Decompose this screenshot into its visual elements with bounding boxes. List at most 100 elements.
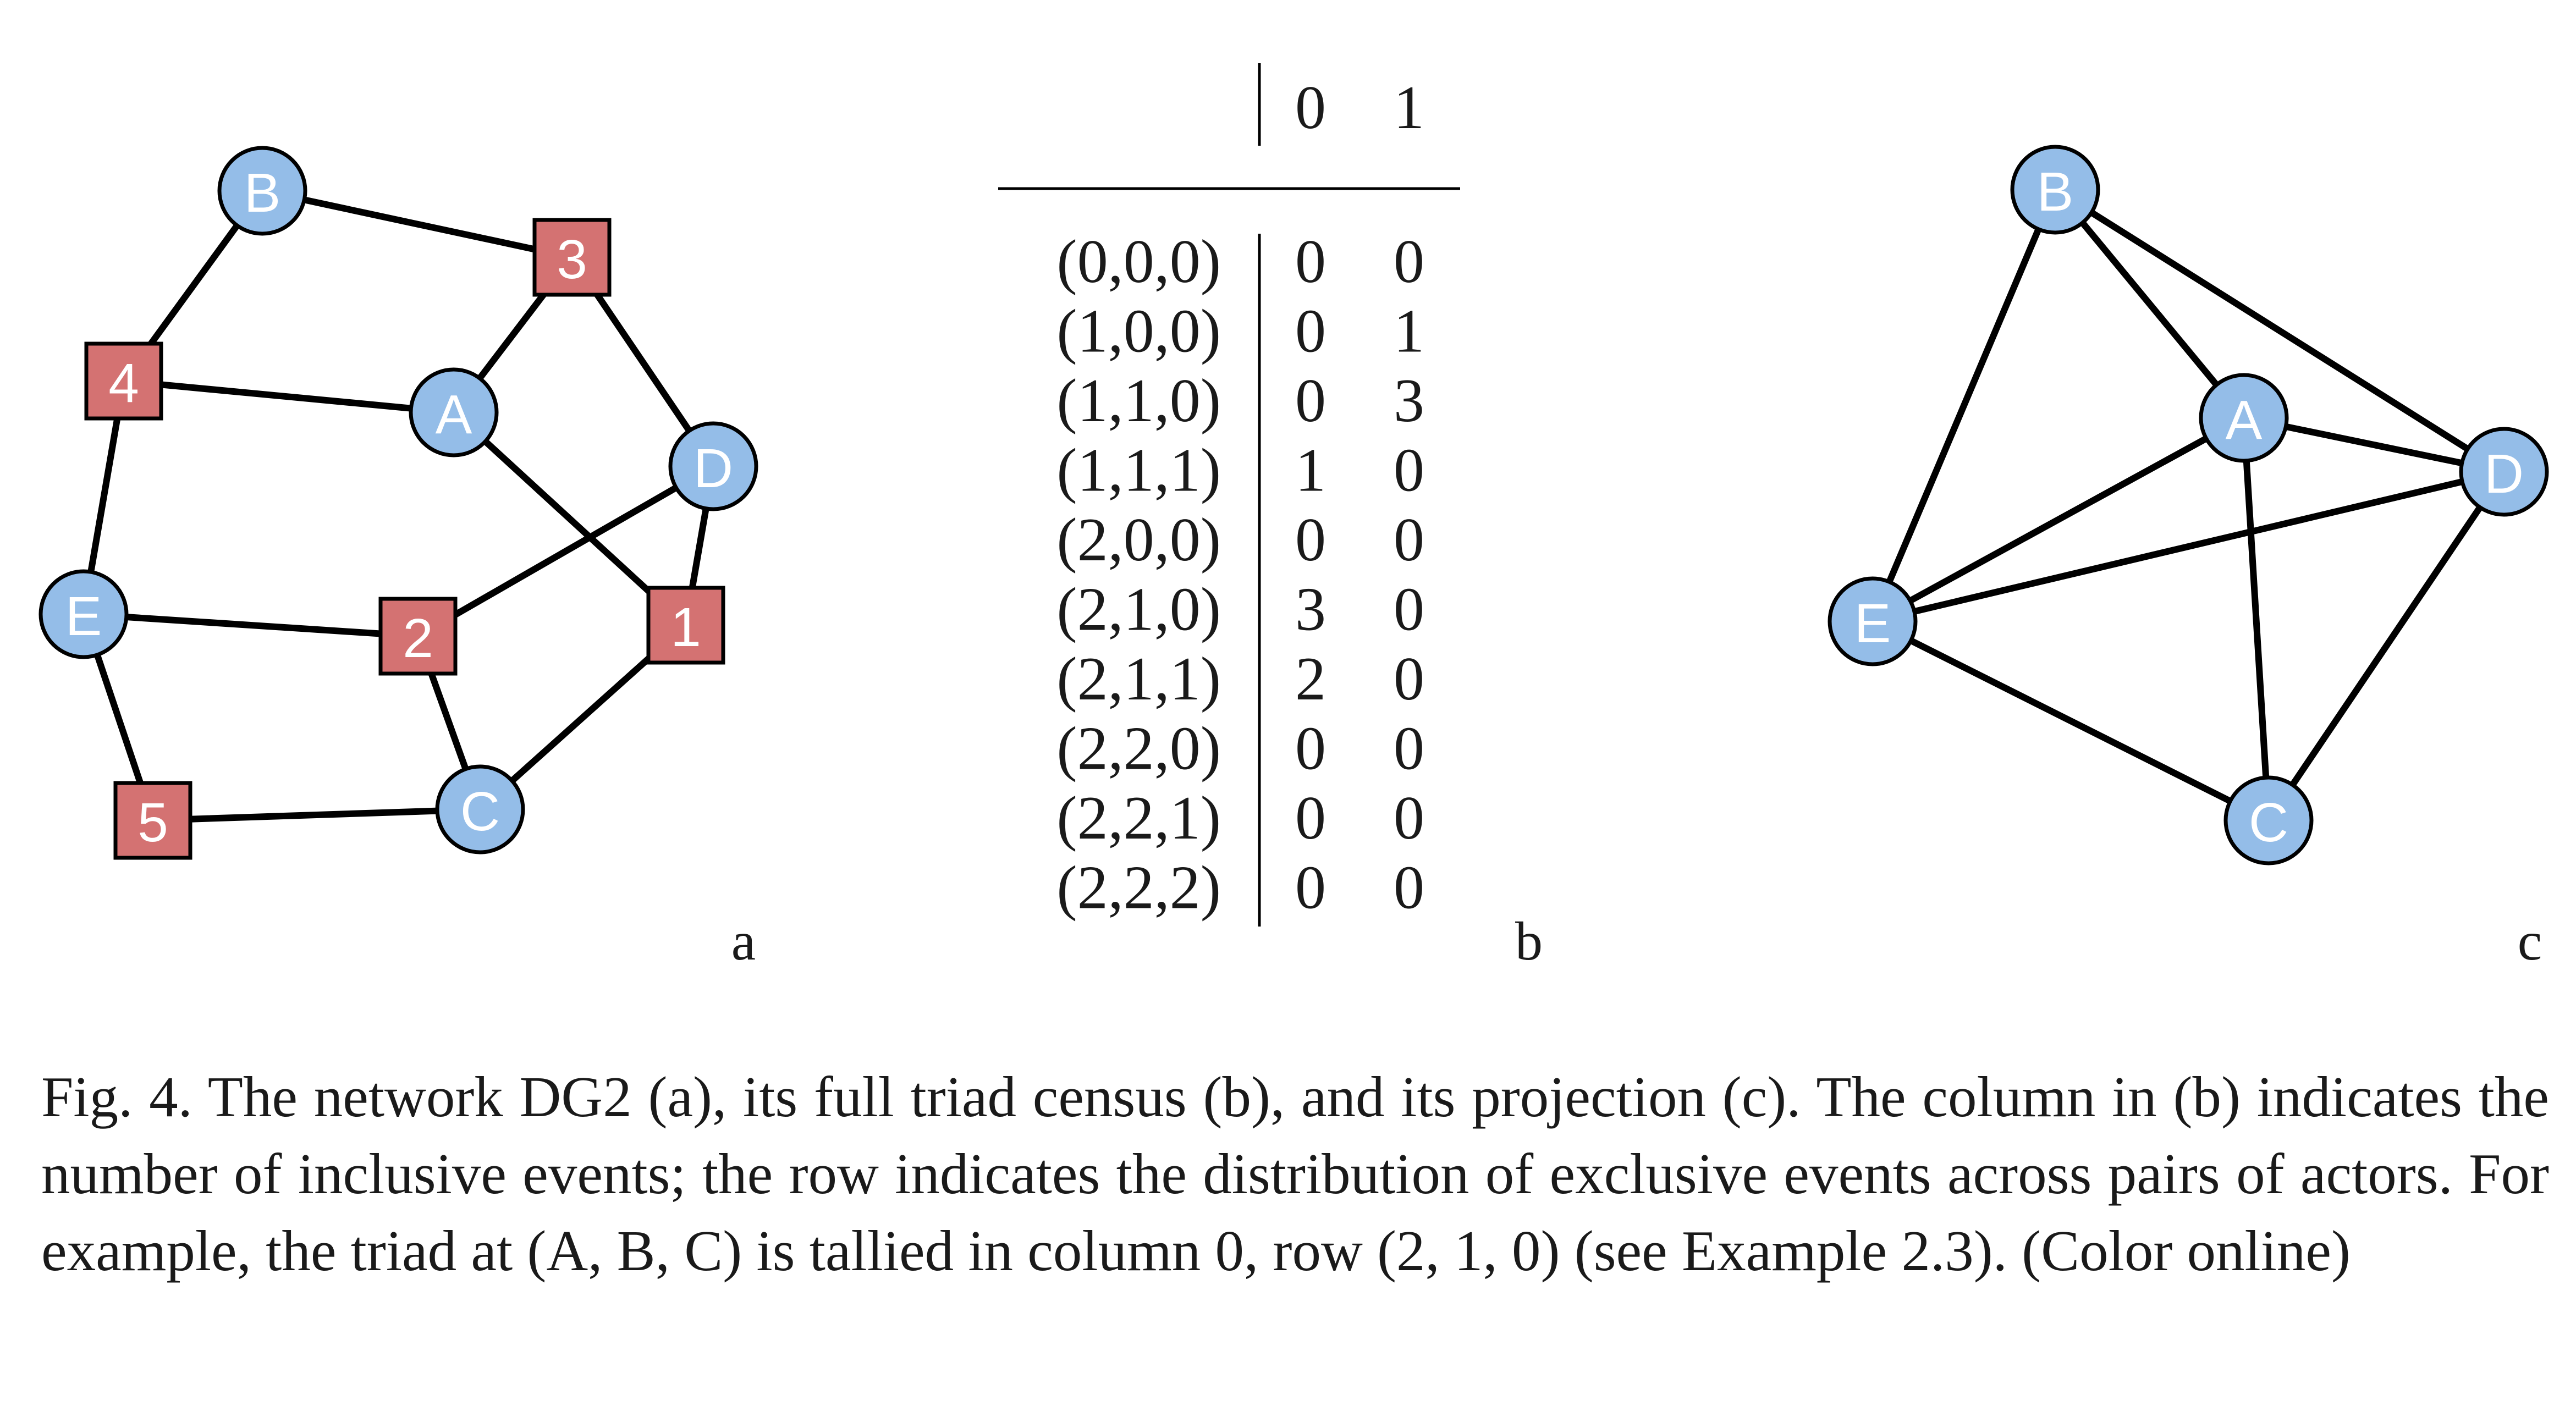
panel-a-nodes: B 3 4 A D E 2 1 5 C bbox=[38, 146, 758, 860]
panel-b-label: b bbox=[1515, 911, 1543, 972]
table-cell: 3 bbox=[1295, 576, 1326, 644]
panel-c-actor-node-D: D bbox=[2459, 427, 2549, 517]
node-label: B bbox=[244, 162, 281, 224]
panel-a-actor-node-C: C bbox=[435, 764, 525, 854]
table-cell: 0 bbox=[1394, 645, 1424, 713]
table-cell: 0 bbox=[1295, 228, 1326, 296]
table-cell: 0 bbox=[1394, 784, 1424, 852]
table-cell: 0 bbox=[1394, 228, 1424, 296]
panel-a-event-node-3: 3 bbox=[532, 218, 612, 297]
panel-a-edge-B-3 bbox=[259, 188, 575, 261]
panel-a-actor-node-B: B bbox=[217, 146, 307, 236]
table-cell: 0 bbox=[1394, 506, 1424, 574]
node-label: D bbox=[693, 438, 733, 499]
panel-a-edge-E-2 bbox=[80, 611, 421, 639]
row-label: (2,2,0) bbox=[1056, 715, 1221, 783]
panel-a-actor-node-E: E bbox=[38, 569, 129, 659]
panel-a-network: B 3 4 A D E 2 1 5 Ca bbox=[38, 146, 758, 972]
row-label: (0,0,0) bbox=[1056, 228, 1221, 296]
panel-a-actor-node-A: A bbox=[409, 367, 499, 457]
panel-a-edge-5-C bbox=[150, 806, 483, 824]
event-square bbox=[378, 597, 458, 676]
panel-c-actor-node-E: E bbox=[1828, 576, 1918, 666]
row-label: (2,1,0) bbox=[1056, 576, 1221, 644]
panel-a-edge-D-2 bbox=[415, 463, 717, 639]
node-label: C bbox=[460, 781, 500, 842]
row-label: (1,1,0) bbox=[1056, 367, 1221, 435]
table-cell: 0 bbox=[1295, 367, 1326, 435]
actor-circle bbox=[409, 367, 499, 457]
row-label: (1,1,1) bbox=[1056, 437, 1221, 505]
row-label: (2,1,1) bbox=[1056, 645, 1221, 713]
actor-circle bbox=[217, 146, 307, 236]
actor-circle bbox=[2223, 775, 2314, 865]
node-label: 2 bbox=[403, 608, 433, 669]
node-label: A bbox=[2226, 389, 2263, 451]
panel-c-edge-B-D bbox=[2052, 186, 2507, 475]
panel-c-edge-D-E bbox=[1869, 468, 2507, 625]
node-label: B bbox=[2037, 161, 2074, 223]
actor-circle bbox=[38, 569, 129, 659]
actor-circle bbox=[1828, 576, 1918, 666]
panel-c-edge-B-E bbox=[1869, 186, 2058, 625]
panel-a-event-node-1: 1 bbox=[646, 586, 725, 665]
panel-a-actor-node-D: D bbox=[668, 421, 758, 511]
panel-c-edge-E-C bbox=[1869, 618, 2272, 824]
node-label: E bbox=[65, 586, 102, 647]
node-label: 4 bbox=[108, 352, 139, 414]
panel-a-event-node-4: 4 bbox=[84, 341, 163, 421]
panel-a-event-node-5: 5 bbox=[113, 781, 192, 860]
table-cell: 1 bbox=[1295, 437, 1326, 505]
node-label: 5 bbox=[137, 792, 168, 853]
table-cell: 0 bbox=[1295, 854, 1326, 922]
node-label: 1 bbox=[670, 597, 701, 658]
panel-c-edge-B-A bbox=[2052, 186, 2247, 421]
event-square bbox=[113, 781, 192, 860]
event-square bbox=[646, 586, 725, 665]
panel-a-edge-4-A bbox=[120, 378, 457, 416]
table-cell: 0 bbox=[1295, 784, 1326, 852]
panel-a-edges bbox=[80, 188, 717, 824]
panel-c-projection-network: B A D E Cc bbox=[1828, 145, 2549, 972]
actor-circle bbox=[435, 764, 525, 854]
table-cell: 0 bbox=[1394, 715, 1424, 783]
table-cell: 0 bbox=[1295, 506, 1326, 574]
actor-circle bbox=[2459, 427, 2549, 517]
table-cell: 2 bbox=[1295, 645, 1326, 713]
event-square bbox=[84, 341, 163, 421]
panel-c-label: c bbox=[2518, 911, 2542, 972]
table-cell: 0 bbox=[1394, 437, 1424, 505]
node-label: C bbox=[2249, 792, 2288, 853]
node-label: D bbox=[2484, 443, 2524, 505]
panel-c-actor-node-B: B bbox=[2010, 145, 2100, 235]
actor-circle bbox=[668, 421, 758, 511]
table-cell: 0 bbox=[1394, 854, 1424, 922]
node-label: 3 bbox=[557, 229, 587, 290]
panel-a-event-node-2: 2 bbox=[378, 597, 458, 676]
panel-c-actor-node-A: A bbox=[2199, 373, 2289, 463]
column-header-1: 1 bbox=[1394, 74, 1424, 142]
actor-circle bbox=[2199, 373, 2289, 463]
row-label: (2,0,0) bbox=[1056, 506, 1221, 574]
table-cell: 0 bbox=[1295, 297, 1326, 366]
panel-c-edges bbox=[1869, 186, 2507, 824]
panel-c-nodes: B A D E C bbox=[1828, 145, 2549, 865]
column-header-0: 0 bbox=[1295, 74, 1326, 142]
panel-a-label: a bbox=[731, 911, 756, 972]
figure-caption: Fig. 4. The network DG2 (a), its full tr… bbox=[41, 1065, 2549, 1283]
table-cell: 0 bbox=[1295, 715, 1326, 783]
row-label: (1,0,0) bbox=[1056, 297, 1221, 366]
row-label: (2,2,2) bbox=[1056, 854, 1221, 922]
panel-c-edge-A-E bbox=[1869, 415, 2247, 625]
